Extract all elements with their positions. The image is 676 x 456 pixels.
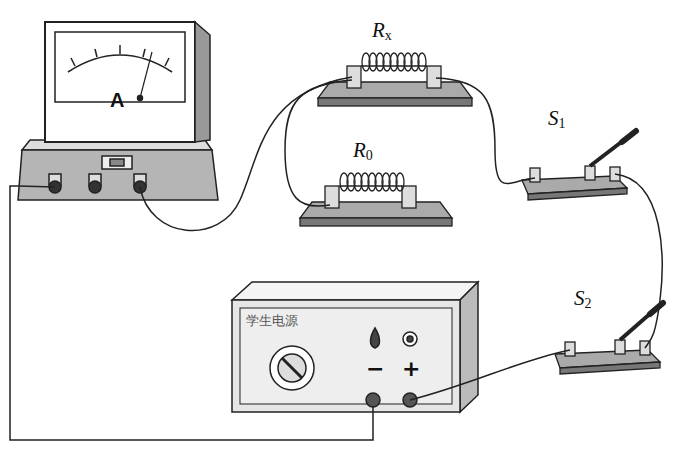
device-name: 学生电源 <box>246 314 298 327</box>
r0-resistor-symbol <box>300 173 452 226</box>
s1-switch-symbol <box>522 131 636 200</box>
ammeter: A <box>18 22 218 202</box>
s2-switch-symbol <box>555 303 663 374</box>
power-supply-drawing <box>232 282 478 412</box>
terminal-sign: + <box>402 358 420 380</box>
wire <box>10 186 373 440</box>
ammeter-drawing <box>18 22 218 200</box>
component-label: S1 <box>548 108 566 131</box>
ammeter-symbol: A <box>110 90 124 110</box>
terminal-sign: − <box>366 358 384 380</box>
wires <box>140 77 662 400</box>
power-supply: 学生电源 −+ <box>232 300 460 412</box>
component-label: R0 <box>353 140 373 163</box>
component-label: S2 <box>574 288 592 311</box>
component-label: Rx <box>372 20 392 43</box>
